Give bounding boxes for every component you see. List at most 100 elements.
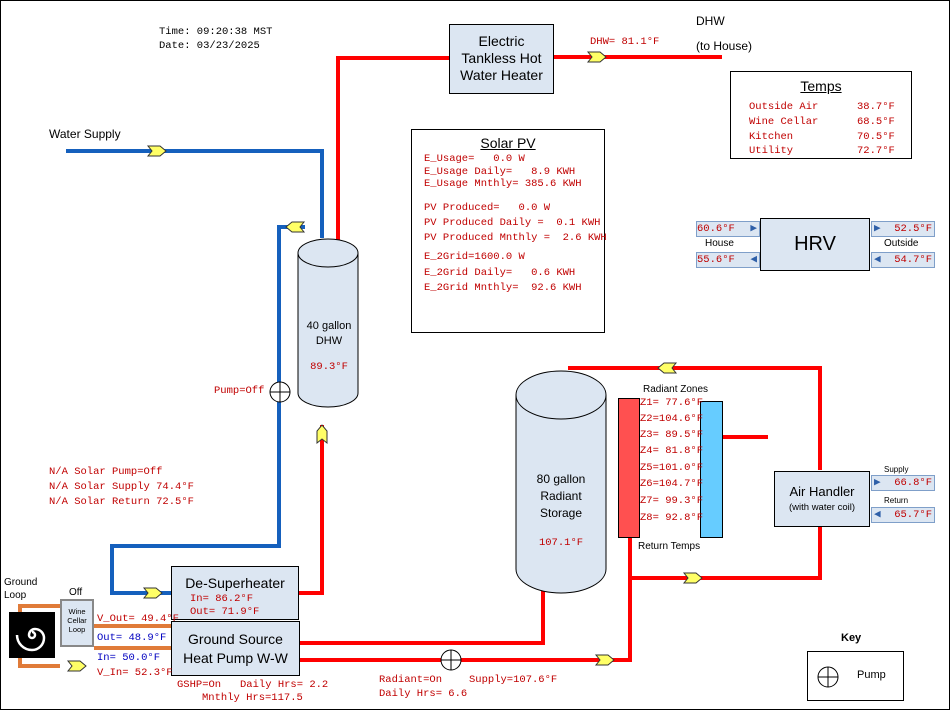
flow-arrow-supply (146, 145, 167, 157)
radiant-storage-label-2: Radiant (540, 489, 582, 503)
temps-title: Temps (800, 78, 842, 94)
ground-source-heat-pump[interactable]: Ground Source Heat Pump W-W (171, 621, 300, 676)
arrow-right-icon: ▶ (874, 223, 881, 235)
desuperheater-out: Out= 71.9°F (190, 606, 260, 618)
gshp-label-2: Heat Pump W-W (183, 650, 288, 666)
solar-line-produced-monthly: PV Produced Mnthly = 2.6 KWH (424, 232, 607, 244)
dhw-tank[interactable] (296, 233, 362, 411)
air-handler-subtitle: (with water coil) (789, 502, 855, 513)
temps-row-wine-value: 68.5°F (857, 116, 895, 128)
hot-pipe-dhw-to-heater (336, 56, 450, 240)
radiant-zones-title: Radiant Zones (643, 384, 709, 395)
supply-manifold (618, 398, 640, 538)
hrv-outside-top-value: 52.5°F (894, 223, 932, 235)
dhw-tank-temp: 89.3°F (310, 361, 348, 373)
solar-pump-status: N/A Solar Pump=Off (49, 466, 163, 478)
zone-7-temp: Z7= 99.3°F (640, 495, 704, 507)
air-handler[interactable]: Air Handler (with water coil) (774, 471, 870, 527)
flow-arrow-recirc (285, 221, 306, 233)
dhw-tank-label-2: DHW (315, 335, 343, 347)
cold-pipe-recirc (110, 225, 305, 595)
ground-loop-label-2: Loop (4, 590, 27, 601)
zone-2-temp: Z2=104.6°F (640, 413, 704, 425)
air-handler-return-value: 65.7°F (894, 509, 932, 521)
dhw-pump-icon[interactable] (268, 380, 292, 404)
ground-loop-label-1: Ground (4, 577, 38, 588)
air-handler-supply-temp: ▶ 66.8°F (871, 475, 935, 491)
temps-row-utility-name: Utility (749, 145, 794, 157)
flow-arrow-radiant-supply (594, 654, 615, 666)
air-handler-title: Air Handler (789, 484, 855, 499)
wine-cellar-loop[interactable]: Wine Cellar Loop (60, 599, 94, 647)
temps-row-kitchen-name: Kitchen (749, 131, 794, 143)
gshp-monthly-hours: Mnthly Hrs=117.5 (202, 692, 303, 704)
solar-line-usage-monthly: E_Usage Mnthly= 385.6 KWH (424, 178, 582, 190)
radiant-pump-status: Radiant=On (379, 674, 443, 686)
temps-panel: Temps Outside Air 38.7°F Wine Cellar 68.… (730, 71, 912, 159)
hrv-house-top-value: 60.6°F (697, 223, 735, 235)
gshp-label-1: Ground Source (188, 631, 283, 647)
hrv-house-top-temp: 60.6°F ▶ (696, 221, 760, 237)
ground-v-in-temp: V_In= 52.3°F (97, 667, 173, 679)
dhw-subtitle: (to House) (696, 39, 753, 53)
temps-row-wine-name: Wine Cellar (749, 116, 819, 128)
arrow-right-icon: ▶ (750, 223, 757, 235)
arrow-left-icon: ◀ (874, 254, 881, 266)
ground-out-temp: Out= 48.9°F (97, 632, 167, 644)
temps-row-outside-name: Outside Air (749, 101, 819, 113)
zone-1-temp: Z1= 77.6°F (640, 397, 704, 409)
solar-return-temp: N/A Solar Return 72.5°F (49, 496, 194, 508)
water-supply-label: Water Supply (49, 127, 121, 141)
hot-pipe-radiant-top (568, 366, 822, 470)
key-panel: Pump (807, 651, 904, 701)
radiant-storage-tank[interactable] (514, 365, 608, 597)
hot-pipe-return (630, 527, 822, 580)
flow-arrow-return (682, 572, 703, 584)
tankless-water-heater[interactable]: Electric Tankless Hot Water Heater (449, 24, 554, 94)
wine-cellar-label-3: Loop (68, 625, 86, 634)
desuperheater-in: In= 86.2°F (190, 593, 254, 605)
radiant-storage-temp: 107.1°F (538, 537, 584, 549)
zone-5-temp: Z5=101.0°F (640, 462, 704, 474)
dhw-title: DHW (696, 14, 725, 28)
air-handler-supply-label: Supply (884, 465, 909, 474)
hrv-house-bottom-temp: 55.6°F◀ (696, 252, 760, 268)
hrv-title: HRV (794, 233, 836, 255)
zone-6-temp: Z6=104.7°F (640, 478, 704, 490)
hrv-house-label: House (705, 238, 734, 249)
dhw-pump-status: Pump=Off (214, 385, 265, 397)
flow-arrow-desup-up (316, 424, 328, 445)
ground-v-out-temp: V_Out= 49.4°F (97, 613, 179, 625)
solar-line-usage-daily: E_Usage Daily= 8.9 KWH (424, 166, 576, 178)
ground-loop-swirl-icon (9, 612, 55, 658)
wine-cellar-label-1: Wine (68, 607, 86, 616)
dhw-tank-label-1: 40 gallon (306, 320, 352, 332)
arrow-left-icon: ◀ (750, 254, 757, 266)
ground-pipe-out (18, 604, 60, 612)
air-handler-return-temp: ◀65.7°F (871, 507, 935, 523)
flow-arrow-ground-in (66, 660, 87, 672)
wine-cellar-label-2: Cellar (67, 616, 87, 625)
time-label: Time: 09:20:38 MST (159, 26, 273, 38)
desuperheater[interactable]: De-Superheater In= 86.2°F Out= 71.9°F (171, 566, 299, 620)
solar-line-usage: E_Usage= 0.0 W (424, 153, 525, 165)
arrow-right-icon: ▶ (874, 477, 881, 489)
radiant-pump-icon[interactable] (439, 648, 463, 672)
flow-arrow-dhw-out (586, 51, 607, 63)
hot-pipe-gshp-to-radiant (300, 570, 545, 645)
hrv-outside-label: Outside (884, 238, 919, 249)
solar-line-produced: PV Produced= 0.0 W (424, 202, 551, 214)
temps-row-outside-value: 38.7°F (857, 101, 895, 113)
zone-3-temp: Z3= 89.5°F (640, 429, 704, 441)
air-handler-return-label: Return (884, 496, 909, 505)
hrv-unit[interactable]: HRV (760, 218, 870, 271)
return-temps-label: Return Temps (638, 541, 701, 552)
key-pump-label: Pump (857, 669, 886, 681)
wine-cellar-status: Off (69, 587, 83, 598)
zone-8-temp: Z8= 92.8°F (640, 512, 704, 524)
solar-pv-title: Solar PV (480, 135, 536, 151)
desuperheater-title: De-Superheater (185, 575, 285, 591)
gshp-status: GSHP=On Daily Hrs= 2.2 (177, 679, 329, 691)
ground-in-temp: In= 50.0°F (97, 652, 161, 664)
air-handler-supply-value: 66.8°F (894, 477, 932, 489)
